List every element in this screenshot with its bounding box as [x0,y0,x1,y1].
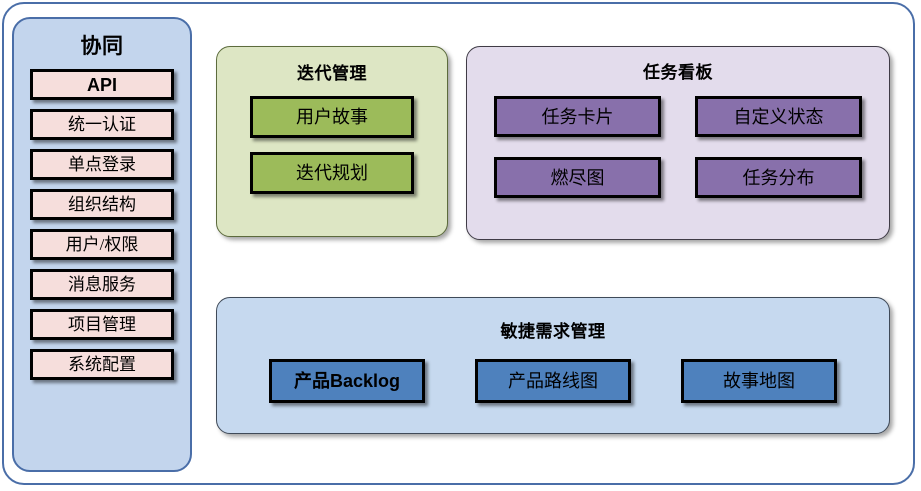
collaboration-item-message-service[interactable]: 消息服务 [30,269,174,300]
task-board-item-task-distribution[interactable]: 任务分布 [695,157,862,198]
collaboration-item-org-structure[interactable]: 组织结构 [30,189,174,220]
agile-item-product-backlog[interactable]: 产品Backlog [269,359,425,403]
collaboration-item-system-config[interactable]: 系统配置 [30,349,174,380]
task-board-item-task-card[interactable]: 任务卡片 [494,96,661,137]
agile-item-product-roadmap[interactable]: 产品路线图 [475,359,631,403]
collaboration-item-unified-auth[interactable]: 统一认证 [30,109,174,140]
group-task-board[interactable]: 任务看板 任务卡片 自定义状态 燃尽图 任务分布 [466,46,890,240]
task-board-item-burndown-chart[interactable]: 燃尽图 [494,157,661,198]
group-agile-requirement-management-title: 敏捷需求管理 [500,322,606,341]
collaboration-item-user-permission[interactable]: 用户/权限 [30,229,174,260]
group-collaboration[interactable]: 协同 API 统一认证 单点登录 组织结构 用户/权限 消息服务 项目管理 系统… [12,17,192,472]
agile-item-story-map[interactable]: 故事地图 [681,359,837,403]
collaboration-item-sso[interactable]: 单点登录 [30,149,174,180]
group-iteration-management[interactable]: 迭代管理 用户故事 迭代规划 [216,46,448,237]
iteration-item-user-story[interactable]: 用户故事 [250,96,414,138]
iteration-item-iteration-planning[interactable]: 迭代规划 [250,152,414,194]
task-board-item-list: 任务卡片 自定义状态 燃尽图 任务分布 [467,96,889,198]
agile-item-list: 产品Backlog 产品路线图 故事地图 [217,359,889,403]
group-collaboration-title: 协同 [80,35,124,58]
group-agile-requirement-management[interactable]: 敏捷需求管理 产品Backlog 产品路线图 故事地图 [216,297,890,434]
collaboration-item-project-management[interactable]: 项目管理 [30,309,174,340]
iteration-item-list: 用户故事 迭代规划 [217,96,447,194]
task-board-item-custom-status[interactable]: 自定义状态 [695,96,862,137]
group-iteration-management-title: 迭代管理 [297,64,367,83]
group-task-board-title: 任务看板 [643,63,713,82]
collaboration-item-api[interactable]: API [30,69,174,100]
collaboration-item-list: API 统一认证 单点登录 组织结构 用户/权限 消息服务 项目管理 系统配置 [14,69,190,380]
